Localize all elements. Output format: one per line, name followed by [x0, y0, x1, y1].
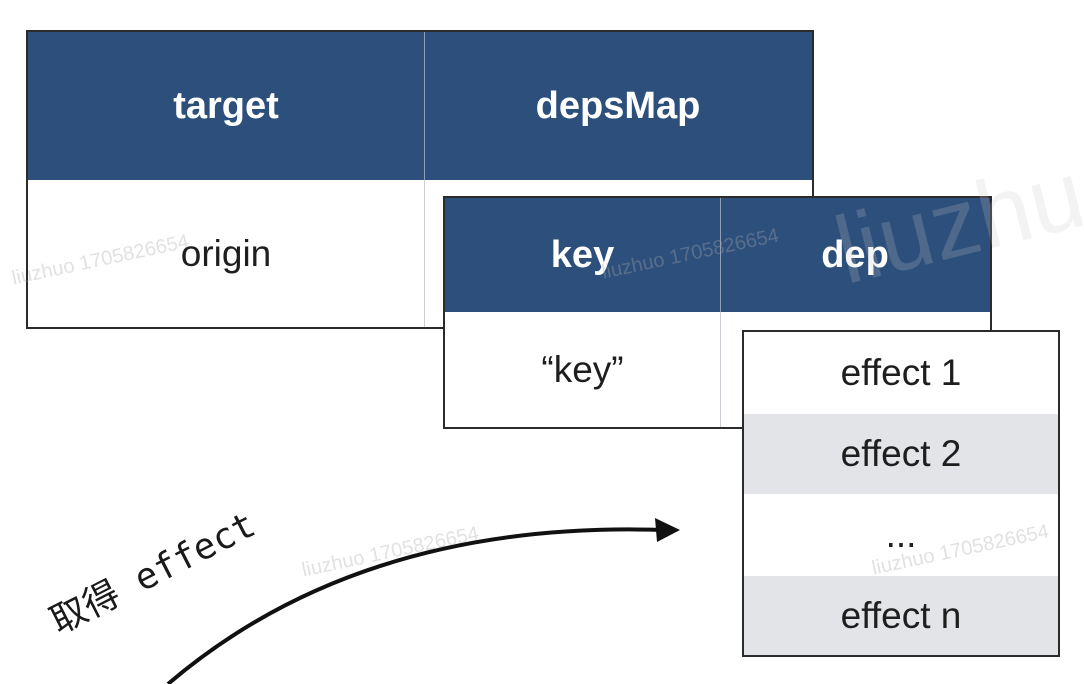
target-cell: origin	[28, 180, 424, 327]
arrow-head-icon	[655, 518, 680, 542]
effect-ellipsis-label: ...	[885, 514, 917, 555]
watermark: liuzhuo 1705826654	[300, 522, 481, 582]
header-divider	[424, 32, 425, 180]
targetmap-table: target depsMap origin	[26, 30, 814, 329]
effect-item-label: effect 1	[840, 352, 962, 393]
key-header: key	[445, 198, 720, 312]
dep-effect-list: effect 1 effect 2 ... effect n	[742, 330, 1060, 657]
effect-ellipsis: ...	[744, 494, 1058, 576]
effect-item-label: effect 2	[840, 433, 962, 474]
effect-item-label: effect n	[840, 594, 962, 636]
target-header: target	[28, 32, 424, 180]
depsmap-header: depsMap	[424, 32, 812, 180]
effect-item: effect n	[744, 576, 1058, 655]
dep-header: dep	[720, 198, 990, 312]
retrieve-effect-label: 取得 effect	[44, 504, 263, 643]
key-header-label: key	[550, 233, 615, 276]
watermark: liuzhuo	[825, 127, 1084, 305]
inner-header-divider	[720, 198, 721, 312]
inner-row-divider	[720, 312, 721, 427]
depsmap-header-label: depsMap	[535, 84, 701, 127]
effect-item: effect 1	[744, 332, 1058, 414]
key-cell: “key”	[445, 312, 720, 427]
row-divider	[424, 180, 425, 327]
key-cell-value: “key”	[541, 348, 624, 390]
dep-header-label: dep	[821, 233, 889, 276]
target-header-label: target	[173, 84, 279, 127]
effect-item: effect 2	[744, 414, 1058, 494]
target-cell-value: origin	[180, 232, 272, 274]
